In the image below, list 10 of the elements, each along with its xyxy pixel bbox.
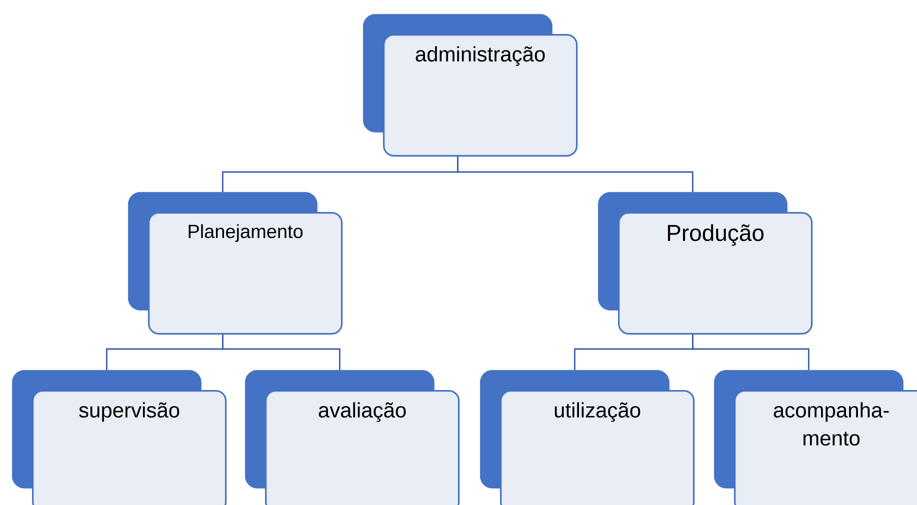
org-box: Planejamento — [128, 192, 343, 335]
connector-line — [457, 156, 694, 192]
org-box: Produção — [598, 192, 813, 335]
connector-line — [222, 334, 340, 370]
org-box: utilização — [480, 370, 695, 505]
org-box: supervisão — [12, 370, 227, 505]
connector-line — [692, 334, 810, 370]
org-box: avaliação — [245, 370, 460, 505]
org-box: administração — [363, 14, 578, 157]
org-box: acompanha- mento — [714, 370, 917, 505]
